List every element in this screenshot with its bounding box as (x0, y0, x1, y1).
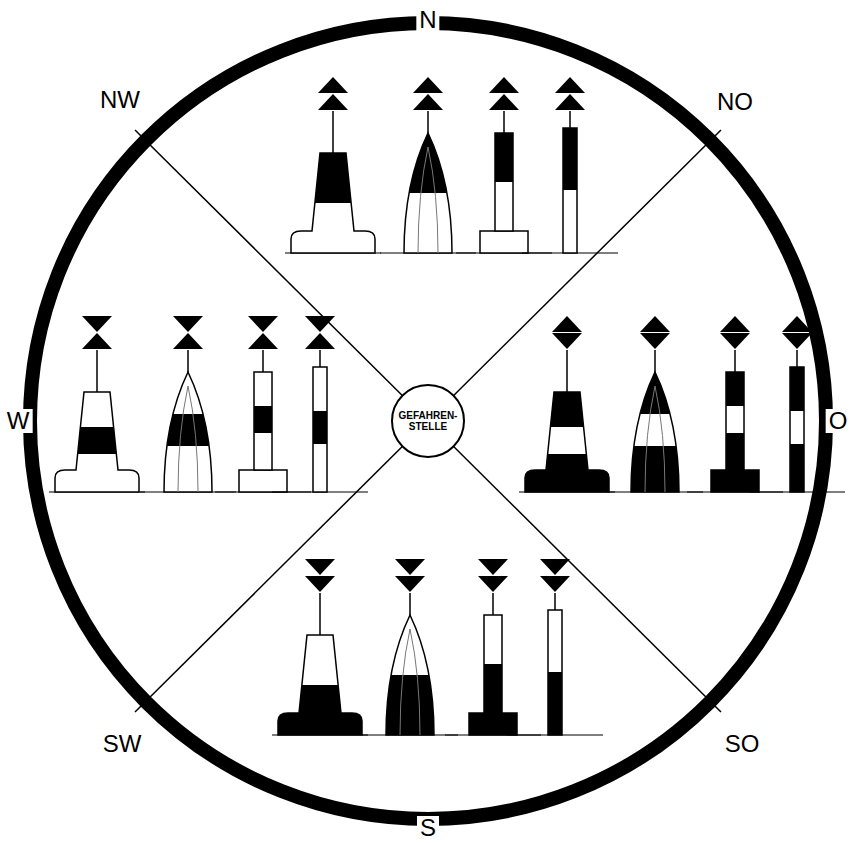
buoy-group (49, 77, 845, 735)
topmark-cone (413, 94, 443, 110)
topmark-stem (332, 111, 334, 153)
spindle-outline (178, 386, 198, 492)
buoy-base (469, 713, 517, 735)
buoy-base (711, 470, 759, 492)
sector-line (135, 130, 721, 712)
pillar-buoy (278, 635, 362, 735)
topmark-cone (555, 77, 585, 93)
spindle-outline (400, 629, 420, 735)
spar-buoy (563, 128, 577, 253)
buoy-base (480, 231, 528, 253)
spindle-outline (645, 386, 665, 492)
compass-direction: NW (97, 88, 143, 112)
topmark-cone (478, 576, 508, 592)
topmark-stem (319, 593, 321, 635)
spindle-buoy (631, 372, 679, 492)
topmark-cone (305, 316, 335, 332)
compass-direction: W (4, 409, 33, 433)
topmark-stem (427, 111, 429, 133)
topmark-cone (555, 94, 585, 110)
pillar-buoy (55, 392, 139, 492)
topmark-cone (248, 316, 278, 332)
spindle-outline (418, 147, 438, 253)
spindle-buoy (164, 372, 212, 492)
topmark-cone (318, 77, 348, 93)
topmark-stem (503, 111, 505, 133)
compass-direction: S (417, 816, 439, 840)
topmark-cone (173, 316, 203, 332)
topmark-cone (552, 316, 582, 332)
pillar-column (495, 133, 513, 231)
spar-buoy (313, 367, 327, 492)
topmark-cone (540, 576, 570, 592)
topmark-cone (305, 559, 335, 575)
topmark-cone (782, 333, 812, 349)
topmark-cone (552, 333, 582, 349)
topmark-cone (640, 316, 670, 332)
topmark-cone (413, 77, 443, 93)
spar-buoy (548, 610, 562, 735)
topmark-cone (173, 333, 203, 349)
compass-ring (30, 23, 826, 819)
topmark-cone (782, 316, 812, 332)
topmark-cone (640, 333, 670, 349)
topmark-cone (248, 333, 278, 349)
spindle-buoy (404, 133, 452, 253)
sector-line (135, 130, 721, 712)
topmark-cone (395, 576, 425, 592)
topmark-cone (82, 333, 112, 349)
topmark-cone (478, 559, 508, 575)
topmark-cone (305, 333, 335, 349)
compass-direction: NO (714, 90, 756, 114)
topmark-stem (319, 350, 321, 367)
topmark-stem (492, 593, 494, 615)
topmark-stem (569, 111, 571, 128)
topmark-cone (489, 77, 519, 93)
node-text: GEFAHREN- STELLE (398, 410, 458, 432)
topmark-cone (540, 559, 570, 575)
topmark-stem (262, 350, 264, 372)
topmark-stem (654, 350, 656, 372)
topmark-stem (409, 593, 411, 615)
topmark-stem (187, 350, 189, 372)
topmark-cone (318, 94, 348, 110)
topmark-cone (489, 94, 519, 110)
compass-direction: SO (722, 732, 763, 756)
pillar-column (484, 615, 502, 713)
spindle-buoy (386, 615, 434, 735)
pillar-column (254, 372, 272, 470)
topmark-stem (734, 350, 736, 372)
compass-direction: O (826, 409, 851, 433)
topmark-stem (96, 350, 98, 392)
compass-direction: SW (100, 732, 145, 756)
topmark-stem (566, 350, 568, 392)
compass-direction: N (416, 8, 439, 32)
topmark-stem (554, 593, 556, 610)
topmark-stem (796, 350, 798, 367)
pillar-buoy (525, 392, 609, 492)
topmark-cone (395, 559, 425, 575)
spar-buoy (790, 367, 804, 492)
pillar-buoy (291, 153, 375, 253)
topmark-cone (305, 576, 335, 592)
pillar-column (726, 372, 744, 470)
topmark-cone (720, 333, 750, 349)
danger-circle: GEFAHREN- STELLE (391, 384, 465, 458)
topmark-cone (720, 316, 750, 332)
buoy-base (239, 470, 287, 492)
topmark-cone (82, 316, 112, 332)
